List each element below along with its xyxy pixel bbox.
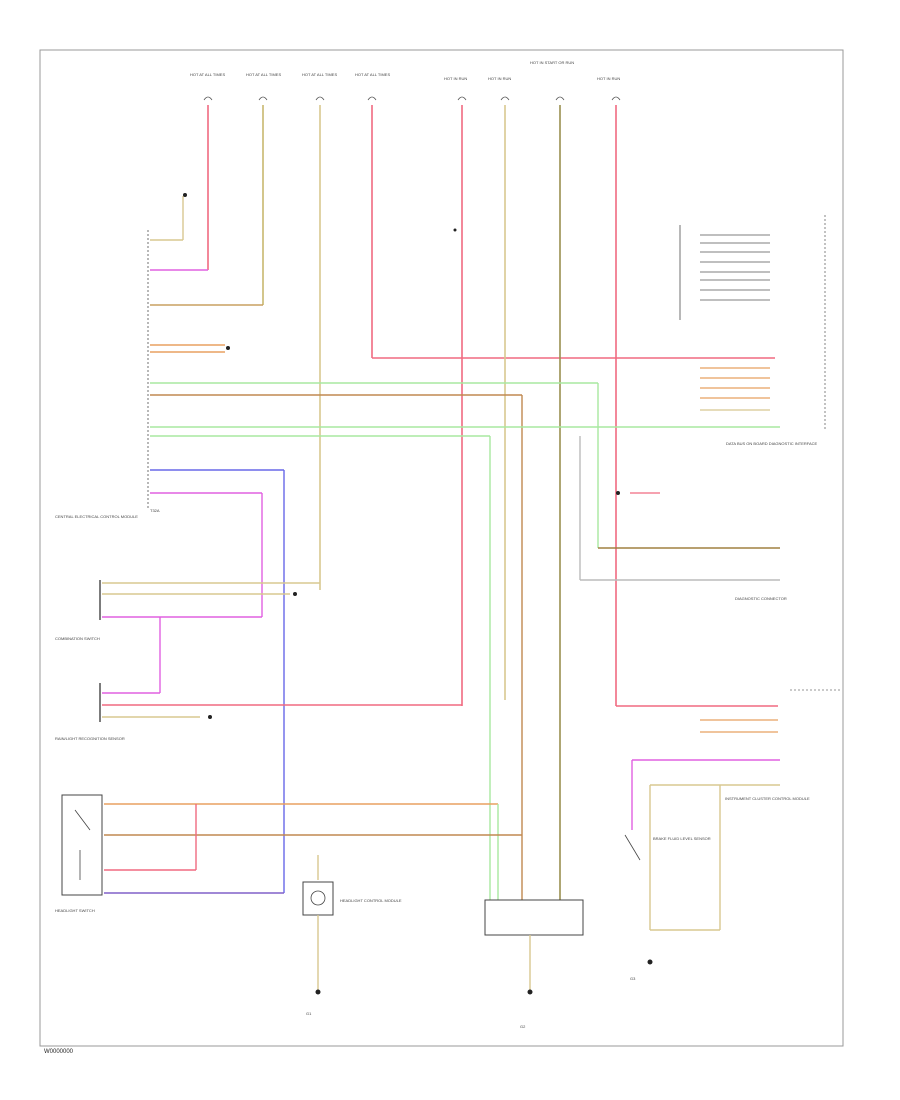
fuse-label-group: HOT AT ALL TIMES HOT AT ALL TIMES HOT AT…	[190, 60, 620, 81]
label-brake-level: BRAKE FLUID LEVEL SENSOR	[653, 836, 711, 841]
label-headlamp: HEADLIGHT CONTROL MODULE	[340, 898, 402, 903]
fuse-label-5: HOT IN RUN	[444, 76, 467, 81]
fuse-label-7: HOT IN START OR RUN	[530, 60, 574, 65]
label-instrument-cluster: INSTRUMENT CLUSTER CONTROL MODULE	[725, 796, 810, 801]
fuse-label-6: HOT IN RUN	[488, 76, 511, 81]
label-ground-right: G3	[630, 976, 636, 981]
central-module-bus	[147, 196, 780, 900]
footer-code: W0000000	[44, 1049, 74, 1055]
label-central-ecm: CENTRAL ELECTRICAL CONTROL MODULE	[55, 514, 138, 519]
combination-switch-wires	[99, 580, 320, 693]
headlight-lamp	[302, 855, 334, 995]
label-gateway: DATA BUS ON BOARD DIAGNOSTIC INTERFACE	[726, 441, 818, 446]
splice-points	[183, 193, 620, 719]
component-labels: CENTRAL ELECTRICAL CONTROL MODULE COMBIN…	[55, 441, 818, 1029]
headlight-control-module	[484, 899, 584, 995]
brake-fluid-sensor	[624, 759, 780, 965]
label-combination-switch: COMBINATION SWITCH	[55, 636, 100, 641]
headlight-switch	[61, 794, 522, 900]
fuse-feeds	[207, 105, 778, 900]
label-headlight-switch: HEADLIGHT SWITCH	[55, 908, 95, 913]
right-connector-block	[630, 215, 840, 733]
label-connector-tag: T32A	[150, 508, 160, 513]
fuse-label-3: HOT AT ALL TIMES	[302, 72, 337, 77]
fuse-label-4: HOT AT ALL TIMES	[355, 72, 390, 77]
label-ground-left: G1	[306, 1011, 312, 1016]
diagram-border	[39, 49, 844, 1047]
fuse-label-8: HOT IN RUN	[597, 76, 620, 81]
fuse-label-2: HOT AT ALL TIMES	[246, 72, 281, 77]
label-ground-mid: G2	[520, 1024, 526, 1029]
label-diag-connector: DIAGNOSTIC CONNECTOR	[735, 596, 787, 601]
label-rain-sensor: RAIN/LIGHT RECOGNITION SENSOR	[55, 736, 125, 741]
fuse-label-1: HOT AT ALL TIMES	[190, 72, 225, 77]
rain-sensor-wires	[99, 683, 462, 722]
fuse-symbols	[203, 96, 621, 101]
